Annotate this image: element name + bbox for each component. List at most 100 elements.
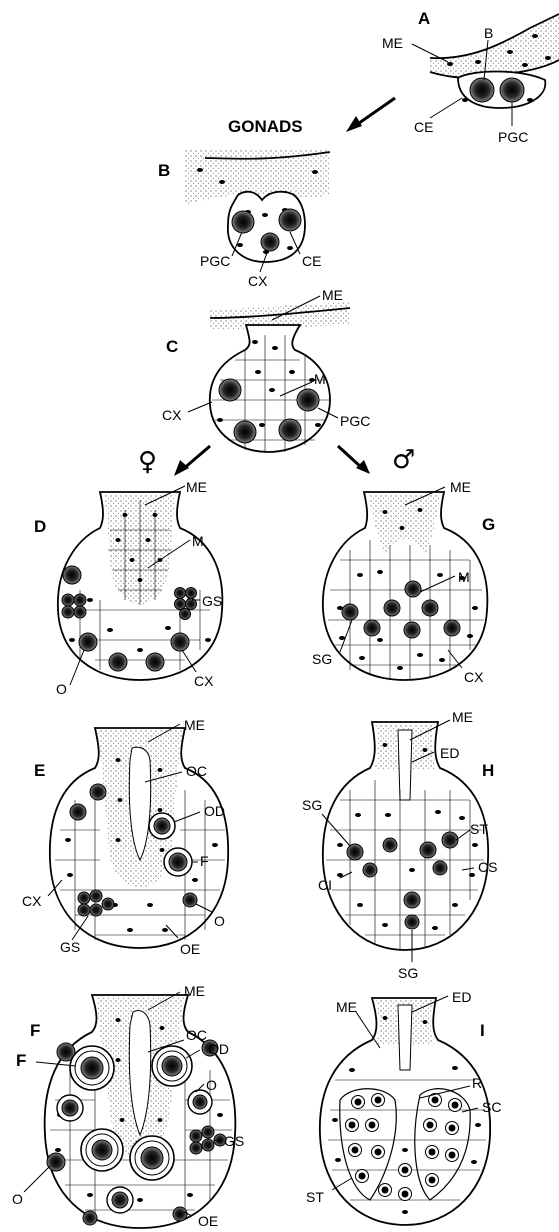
panel-h-spermatogonium-2: [363, 863, 377, 877]
gonads-title: GONADS: [228, 117, 303, 136]
panel-g-spermatogonium-2: [384, 600, 400, 616]
panel-i-letter: I: [480, 1021, 485, 1040]
panel-f-follicle-bottom-right: [130, 1136, 174, 1180]
panel-f-label-od: OD: [208, 1041, 229, 1057]
panel-b-label-cx: CX: [248, 273, 268, 289]
panel-i-efferent-duct: [398, 1005, 412, 1070]
panel-g-label-cx: CX: [464, 669, 484, 685]
panel-b-pgc-3: [261, 233, 279, 251]
panel-e-label-cx: CX: [22, 893, 42, 909]
panel-i-label-st: ST: [306, 1189, 324, 1205]
panel-g-label-me: ME: [450, 479, 471, 495]
panel-g-spermatogonium-6: [444, 620, 460, 636]
panel-d-label-o: O: [56, 681, 67, 697]
panel-e-oocyte-1: [90, 784, 106, 800]
panel-d: D ME M GS O CX: [34, 479, 222, 697]
panel-c-label-me: ME: [322, 287, 343, 303]
panel-f-oocyte-4: [83, 1211, 97, 1225]
panel-d-oocyte-4: [146, 653, 164, 671]
panel-d-label-cx: CX: [194, 673, 214, 689]
panel-c-pgc-3: [234, 421, 256, 443]
panel-f: F ME OC OD F O GS O OE: [12, 983, 244, 1229]
panel-e-label-gs: GS: [60, 939, 80, 955]
panel-h-spermatogonium-5: [442, 832, 458, 848]
panel-e-label-oc: OC: [186, 763, 207, 779]
panel-g-spermatogonium-3: [422, 600, 438, 616]
panel-b-letter: B: [158, 161, 170, 180]
panel-h-label-st: ST: [470, 821, 488, 837]
panel-f-label-o: O: [206, 1077, 217, 1093]
panel-f-oocyte-5: [173, 1207, 187, 1221]
panel-e: E ME OC OD F CX O GS OE: [22, 717, 228, 957]
panel-g-letter: G: [482, 515, 495, 534]
panel-e-oocyte-2: [70, 804, 86, 820]
panel-f-follicle-bottom-left: [81, 1129, 123, 1171]
panel-d-label-m: M: [192, 533, 204, 549]
panel-a-label-b: B: [484, 25, 493, 41]
panel-a-label-ce: CE: [414, 119, 433, 135]
panel-c-label-cx: CX: [162, 407, 182, 423]
panel-f-label-gs: GS: [224, 1133, 244, 1149]
panel-i-label-ed: ED: [452, 989, 471, 1005]
panel-f-label-me: ME: [184, 983, 205, 999]
panel-h-spermatogonium-7: [404, 892, 420, 908]
panel-f-follicle-large-left: [70, 1046, 114, 1090]
female-symbol: ♀: [138, 447, 157, 477]
panel-i: I ME ED R SC ST: [306, 989, 501, 1225]
panel-g-spermatogonium-7: [342, 604, 358, 620]
panel-b-pgc-2: [279, 209, 301, 231]
panel-f-follicle-bottom-center: [107, 1187, 133, 1213]
panel-f-oocyte-3: [47, 1153, 65, 1171]
panel-c-pgc-2: [297, 389, 319, 411]
panel-f-letter: F: [30, 1021, 40, 1040]
panel-i-label-r: R: [472, 1075, 482, 1091]
panel-a-label-pgc: PGC: [498, 129, 528, 145]
panel-d-letter: D: [34, 517, 46, 536]
panel-h-label-sg2: SG: [398, 965, 418, 981]
panel-h-spermatogonium-1: [347, 844, 363, 860]
panel-g-spermatogonium-5: [404, 622, 420, 638]
panel-f-label-o2: O: [12, 1191, 23, 1207]
panel-f-label-f: F: [16, 1051, 26, 1070]
panel-c-pgc-1: [219, 379, 241, 401]
panel-c-label-pgc: PGC: [340, 413, 370, 429]
panel-f-follicle-large-right: [152, 1046, 192, 1086]
panel-a-letter: A: [418, 9, 430, 28]
male-symbol: ♂: [392, 445, 415, 475]
panel-i-label-sc: SC: [482, 1099, 501, 1115]
panel-h-spermatogonium-6: [433, 861, 447, 875]
panel-d-oocyte-3: [109, 653, 127, 671]
panel-d-oocyte-5: [171, 633, 189, 651]
panel-c-label-m: M: [314, 371, 326, 387]
panel-f-label-oe: OE: [198, 1213, 218, 1229]
panel-c-pgc-4: [279, 419, 301, 441]
panel-a-pgc-2: [500, 78, 524, 102]
panel-e-oocyte-3: [183, 893, 197, 907]
panel-h-label-me: ME: [452, 709, 473, 725]
panel-h-label-cs: CS: [478, 859, 497, 875]
panel-e-label-oe: OE: [180, 941, 200, 957]
panel-a: A B ME CE PGC: [382, 9, 559, 145]
panel-c-letter: C: [166, 337, 178, 356]
panel-d-label-gs: GS: [202, 593, 222, 609]
panel-h-spermatogonium-4: [420, 842, 436, 858]
arrow-a-to-b-head: [346, 116, 362, 132]
panel-b-pgc-1: [232, 211, 254, 233]
panel-g-spermatogonium-1: [405, 581, 421, 597]
panel-h-spermatogonium-3: [383, 838, 397, 852]
panel-d-label-me: ME: [186, 479, 207, 495]
panel-h-label-sg: SG: [302, 797, 322, 813]
panel-e-label-f: F: [200, 853, 209, 869]
panel-d-oocyte-2: [79, 633, 97, 651]
panel-e-label-me: ME: [184, 717, 205, 733]
arrow-c-to-male: [338, 446, 362, 468]
panel-e-label-od: OD: [204, 803, 225, 819]
panel-h-spermatogonium-8: [405, 915, 419, 929]
panel-a-pgc-1: [470, 78, 494, 102]
panel-h: H ME ED SG ST CS CI SG: [302, 709, 497, 981]
panel-f-label-oc: OC: [186, 1027, 207, 1043]
panel-h-letter: H: [482, 761, 494, 780]
panel-a-label-me: ME: [382, 35, 403, 51]
panel-g-spermatogonium-4: [364, 620, 380, 636]
